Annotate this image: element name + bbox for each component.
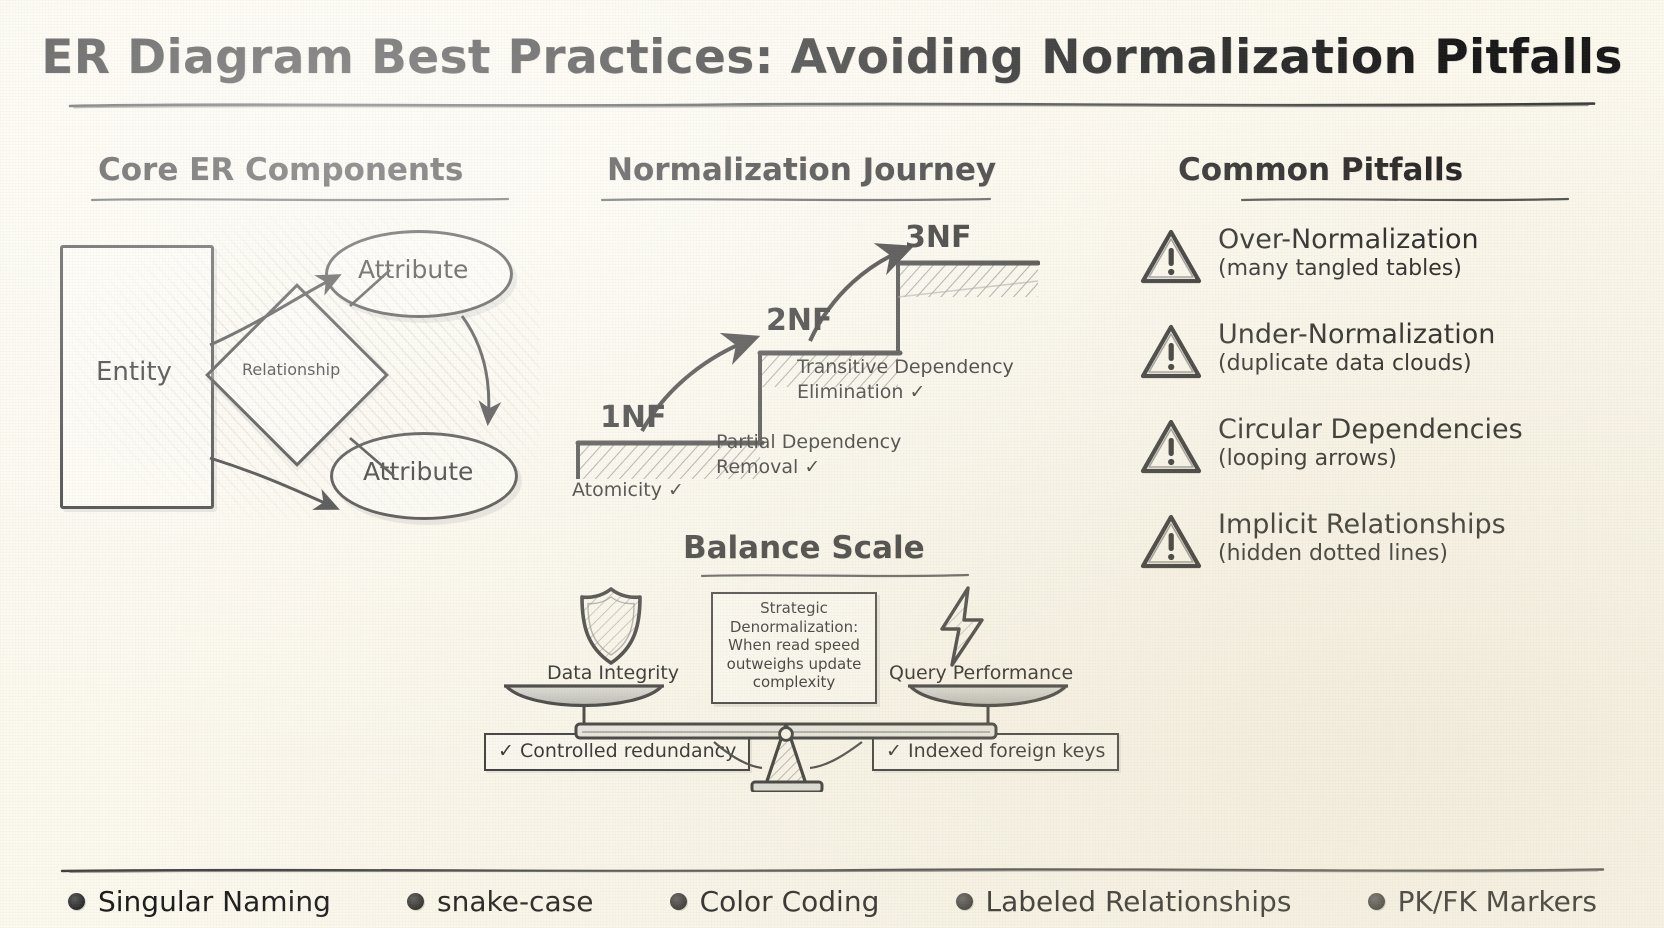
footer-item[interactable]: Color Coding xyxy=(669,885,880,918)
footer-item-label: Color Coding xyxy=(699,885,880,918)
footer-item[interactable]: snake-case xyxy=(407,885,593,918)
normalization-step-1nf-label: 1NF xyxy=(600,400,667,435)
pitfall-item[interactable]: Under-Normalization (duplicate data clou… xyxy=(1140,319,1495,385)
bullet-dot-icon xyxy=(669,893,687,910)
footer-item[interactable]: Singular Naming xyxy=(68,885,331,918)
warning-triangle-icon xyxy=(1140,419,1202,474)
bullet-dot-icon xyxy=(1367,893,1385,910)
footer-item-label: Labeled Relationships xyxy=(985,885,1292,918)
balance-scale-heading: Balance Scale xyxy=(683,530,925,566)
footer-item-label: snake-case xyxy=(437,885,594,918)
pitfall-title: Implicit Relationships xyxy=(1218,509,1506,540)
pitfall-title: Under-Normalization xyxy=(1218,319,1496,350)
pitfall-item[interactable]: Over-Normalization (many tangled tables) xyxy=(1140,224,1479,290)
normalization-heading: Normalization Journey xyxy=(607,152,997,188)
pitfall-text: Over-Normalization (many tangled tables) xyxy=(1218,224,1479,281)
er-connector-arrows xyxy=(209,269,502,510)
warning-triangle-icon xyxy=(1140,324,1202,379)
footer-item-label: Singular Naming xyxy=(98,885,331,918)
normalization-heading-rule xyxy=(600,197,992,202)
balance-scale-heading-rule xyxy=(700,573,970,578)
footer-item-label: PK/FK Markers xyxy=(1397,885,1597,918)
warning-triangle-icon xyxy=(1140,229,1202,284)
page-title: ER Diagram Best Practices: Avoiding Norm… xyxy=(41,30,1623,85)
bullet-dot-icon xyxy=(68,893,85,910)
pitfall-text: Implicit Relationships (hidden dotted li… xyxy=(1218,509,1506,566)
footer-rule xyxy=(60,868,1605,874)
footer-best-practice-list: Singular Naming snake-case Color Coding … xyxy=(60,885,1605,918)
pitfall-item[interactable]: Implicit Relationships (hidden dotted li… xyxy=(1140,509,1506,575)
footer-item[interactable]: Labeled Relationships xyxy=(955,885,1292,918)
pitfalls-heading-rule xyxy=(1240,197,1570,202)
pitfall-subtitle: (duplicate data clouds) xyxy=(1218,351,1472,376)
bullet-dot-icon xyxy=(407,893,425,910)
pitfall-subtitle: (many tangled tables) xyxy=(1218,256,1462,281)
pitfall-title: Over-Normalization xyxy=(1218,224,1479,255)
balance-scale-drawing xyxy=(504,684,1068,792)
shield-icon xyxy=(580,587,642,665)
pitfall-item[interactable]: Circular Dependencies (looping arrows) xyxy=(1140,414,1523,480)
title-underline-rule xyxy=(68,102,1596,109)
core-er-heading: Core ER Components xyxy=(98,152,464,188)
warning-triangle-icon xyxy=(1140,514,1202,569)
pitfall-title: Circular Dependencies xyxy=(1218,414,1523,445)
pitfall-text: Under-Normalization (duplicate data clou… xyxy=(1218,319,1495,376)
bullet-dot-icon xyxy=(955,893,973,910)
footer-item[interactable]: PK/FK Markers xyxy=(1367,885,1597,918)
normalization-step-3nf-label: 3NF xyxy=(905,220,972,255)
pitfalls-heading: Common Pitfalls xyxy=(1178,152,1464,188)
normalization-step-1nf-note: Atomicity ✓ xyxy=(572,479,684,501)
pitfall-subtitle: (looping arrows) xyxy=(1218,446,1397,471)
lightning-bolt-icon xyxy=(940,586,984,667)
normalization-step-2nf-note: Partial Dependency Removal ✓ xyxy=(716,431,902,478)
normalization-step-2nf-label: 2NF xyxy=(766,303,833,338)
normalization-step-3nf-note: Transitive Dependency Elimination ✓ xyxy=(797,356,1014,403)
pitfall-subtitle: (hidden dotted lines) xyxy=(1218,541,1448,566)
pitfall-text: Circular Dependencies (looping arrows) xyxy=(1218,414,1523,471)
